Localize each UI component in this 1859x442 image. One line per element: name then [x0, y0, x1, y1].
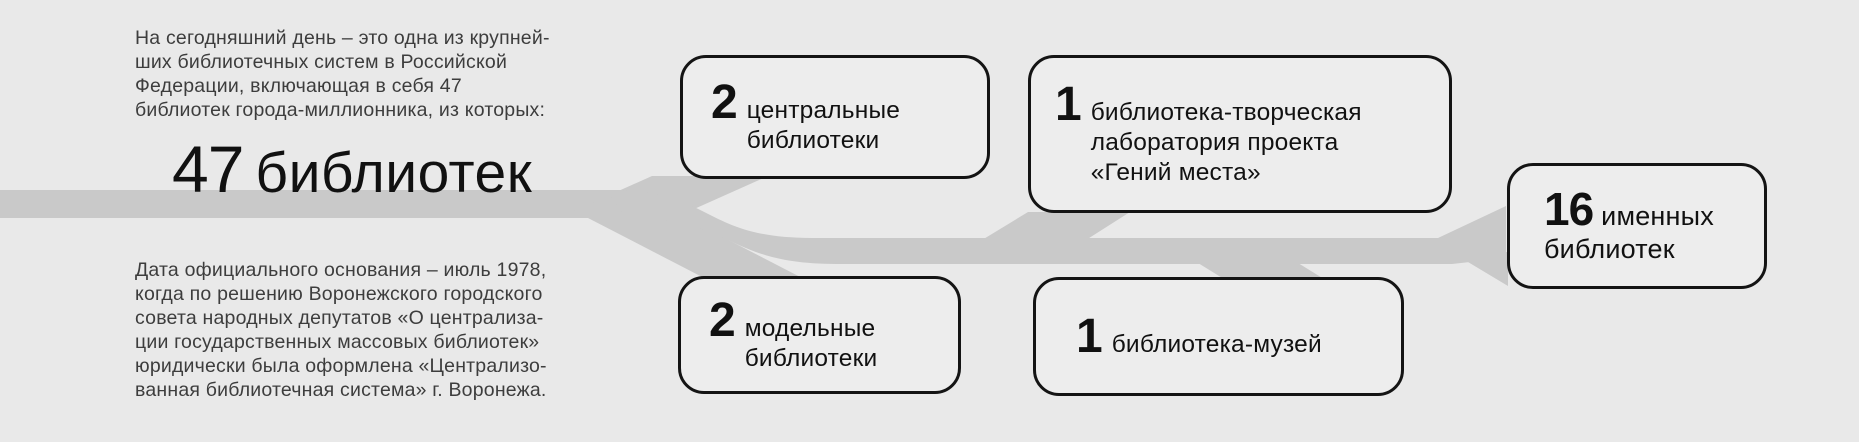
intro-bottom-line: Дата официального основания – июль 1978, [135, 259, 547, 281]
intro-bottom-line: ванная библиотечная система» г. Воронежа… [135, 379, 547, 401]
intro-top-line: Федерации, включающая в себя 47 [135, 75, 462, 97]
ribbon-main-band [606, 190, 1506, 264]
ribbon-merge-named [1414, 252, 1508, 286]
intro-bottom-line: совета народных депутатов «О централиза- [135, 307, 544, 329]
stat-box-number: 16 [1544, 183, 1594, 235]
stat-box-museum-library: 1 библиотека-музей [1033, 277, 1404, 396]
stat-box-text-line: библиотеки [746, 126, 880, 154]
ribbon-branch-down-model [588, 218, 806, 280]
ribbon-branch-up-creative-lab [982, 212, 1130, 240]
stat-box-number: 2 [711, 75, 738, 129]
intro-paragraph-bottom: Дата официального основания – июль 1978,… [135, 258, 547, 402]
stat-box-text-line: библиотека-творческая [1090, 98, 1362, 126]
intro-bottom-line: когда по решению Воронежского городского [135, 283, 543, 305]
stat-box-number: 2 [709, 293, 736, 347]
stat-box-text-line: модельные [744, 314, 876, 342]
stat-box-model-libraries: 2 модельные библиотеки [678, 276, 961, 394]
headline-stat-label: библиотек [255, 141, 533, 205]
intro-paragraph-top: На сегодняшний день – это одна из крупне… [135, 26, 550, 122]
stat-box-text-line: библиотека-музей [1111, 330, 1322, 358]
stat-box-text-line: лаборатория проекта [1090, 128, 1339, 156]
stat-box-creative-lab: 1 библиотека-творческая лаборатория прое… [1028, 55, 1452, 213]
stat-box-central-libraries: 2 центральные библиотеки [680, 55, 990, 179]
intro-bottom-line: юридически была оформлена «Централизо- [135, 355, 547, 377]
intro-bottom-line: ции государственных массовых библиотек» [135, 331, 540, 353]
stat-box-text-line: библиотек [1544, 234, 1675, 264]
stat-box-text-line: «Гений места» [1090, 158, 1261, 186]
intro-top-line: ших библиотечных систем в Российской [135, 51, 508, 73]
stat-box-number: 1 [1076, 309, 1103, 363]
stat-box-text-line: библиотеки [744, 344, 878, 372]
headline-stat-number: 47 [172, 132, 244, 206]
stat-box-text-line: центральные [746, 96, 901, 124]
stat-box-number: 1 [1055, 77, 1082, 131]
ribbon-trunk [0, 190, 655, 218]
intro-top-line: библиотек города-миллионника, из которых… [135, 99, 546, 121]
intro-top-line: На сегодняшний день – это одна из крупне… [135, 27, 550, 49]
